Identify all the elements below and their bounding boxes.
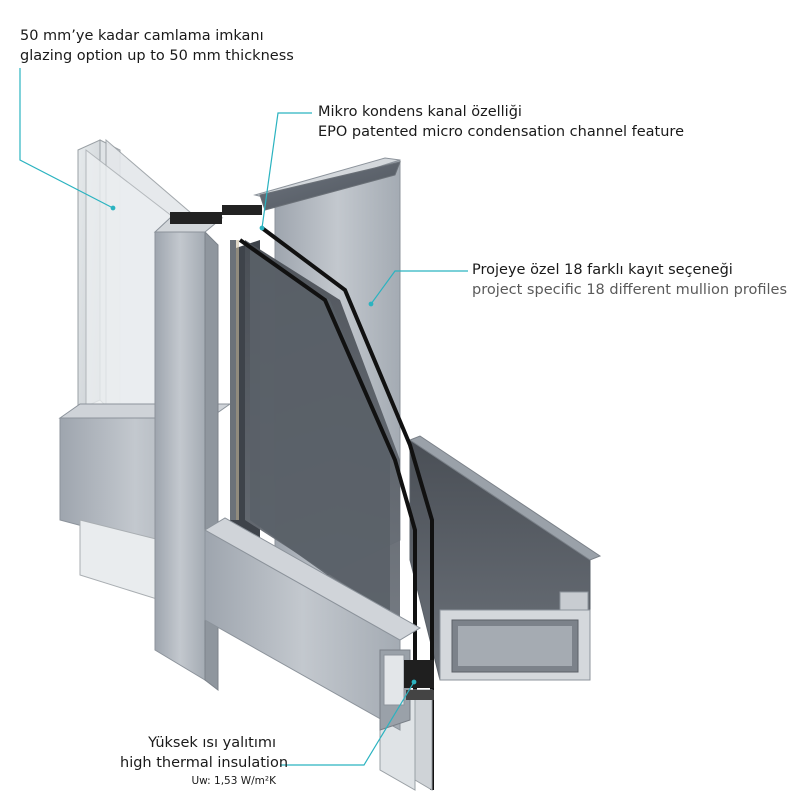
annotation-glazing: 50 mm’ye kadar camlama imkanı glazing op… (20, 26, 294, 66)
leader-glazing-dot (110, 205, 116, 211)
annotation-micro-channel-tr: Mikro kondens kanal özelliği (318, 104, 522, 120)
annotation-mullion-en: project specific 18 different mullion pr… (472, 282, 787, 298)
annotation-glazing-tr: 50 mm’ye kadar camlama imkanı (20, 28, 264, 44)
leader-lines (19, 68, 468, 766)
transom-front (204, 517, 434, 731)
annotation-glazing-en: glazing option up to 50 mm thickness (20, 48, 294, 64)
leader-micro (261, 112, 312, 229)
annotation-micro-channel: Mikro kondens kanal özelliği EPO patente… (318, 102, 684, 142)
leader-mullion-dot (368, 301, 374, 307)
annotation-thermal-uw: Uw: 1,53 W/m²K (191, 775, 276, 787)
leader-micro-dot (259, 225, 265, 231)
leader-glazing (19, 68, 114, 209)
annotation-micro-channel-en: EPO patented micro condensation channel … (318, 124, 684, 140)
leader-thermal-dot (411, 679, 417, 685)
annotation-thermal-tr: Yüksek ısı yalıtımı (148, 735, 276, 751)
annotation-thermal: Yüksek ısı yalıtımı high thermal insulat… (120, 733, 289, 789)
annotation-thermal-en: high thermal insulation (120, 755, 289, 771)
annotation-mullion: Projeye özel 18 farklı kayıt seçeneği pr… (472, 260, 787, 300)
leader-mullion (370, 270, 468, 305)
leader-thermal (280, 681, 415, 766)
mullion-lower-extrusion (408, 435, 602, 681)
annotation-mullion-tr: Projeye özel 18 farklı kayıt seçeneği (472, 262, 733, 278)
